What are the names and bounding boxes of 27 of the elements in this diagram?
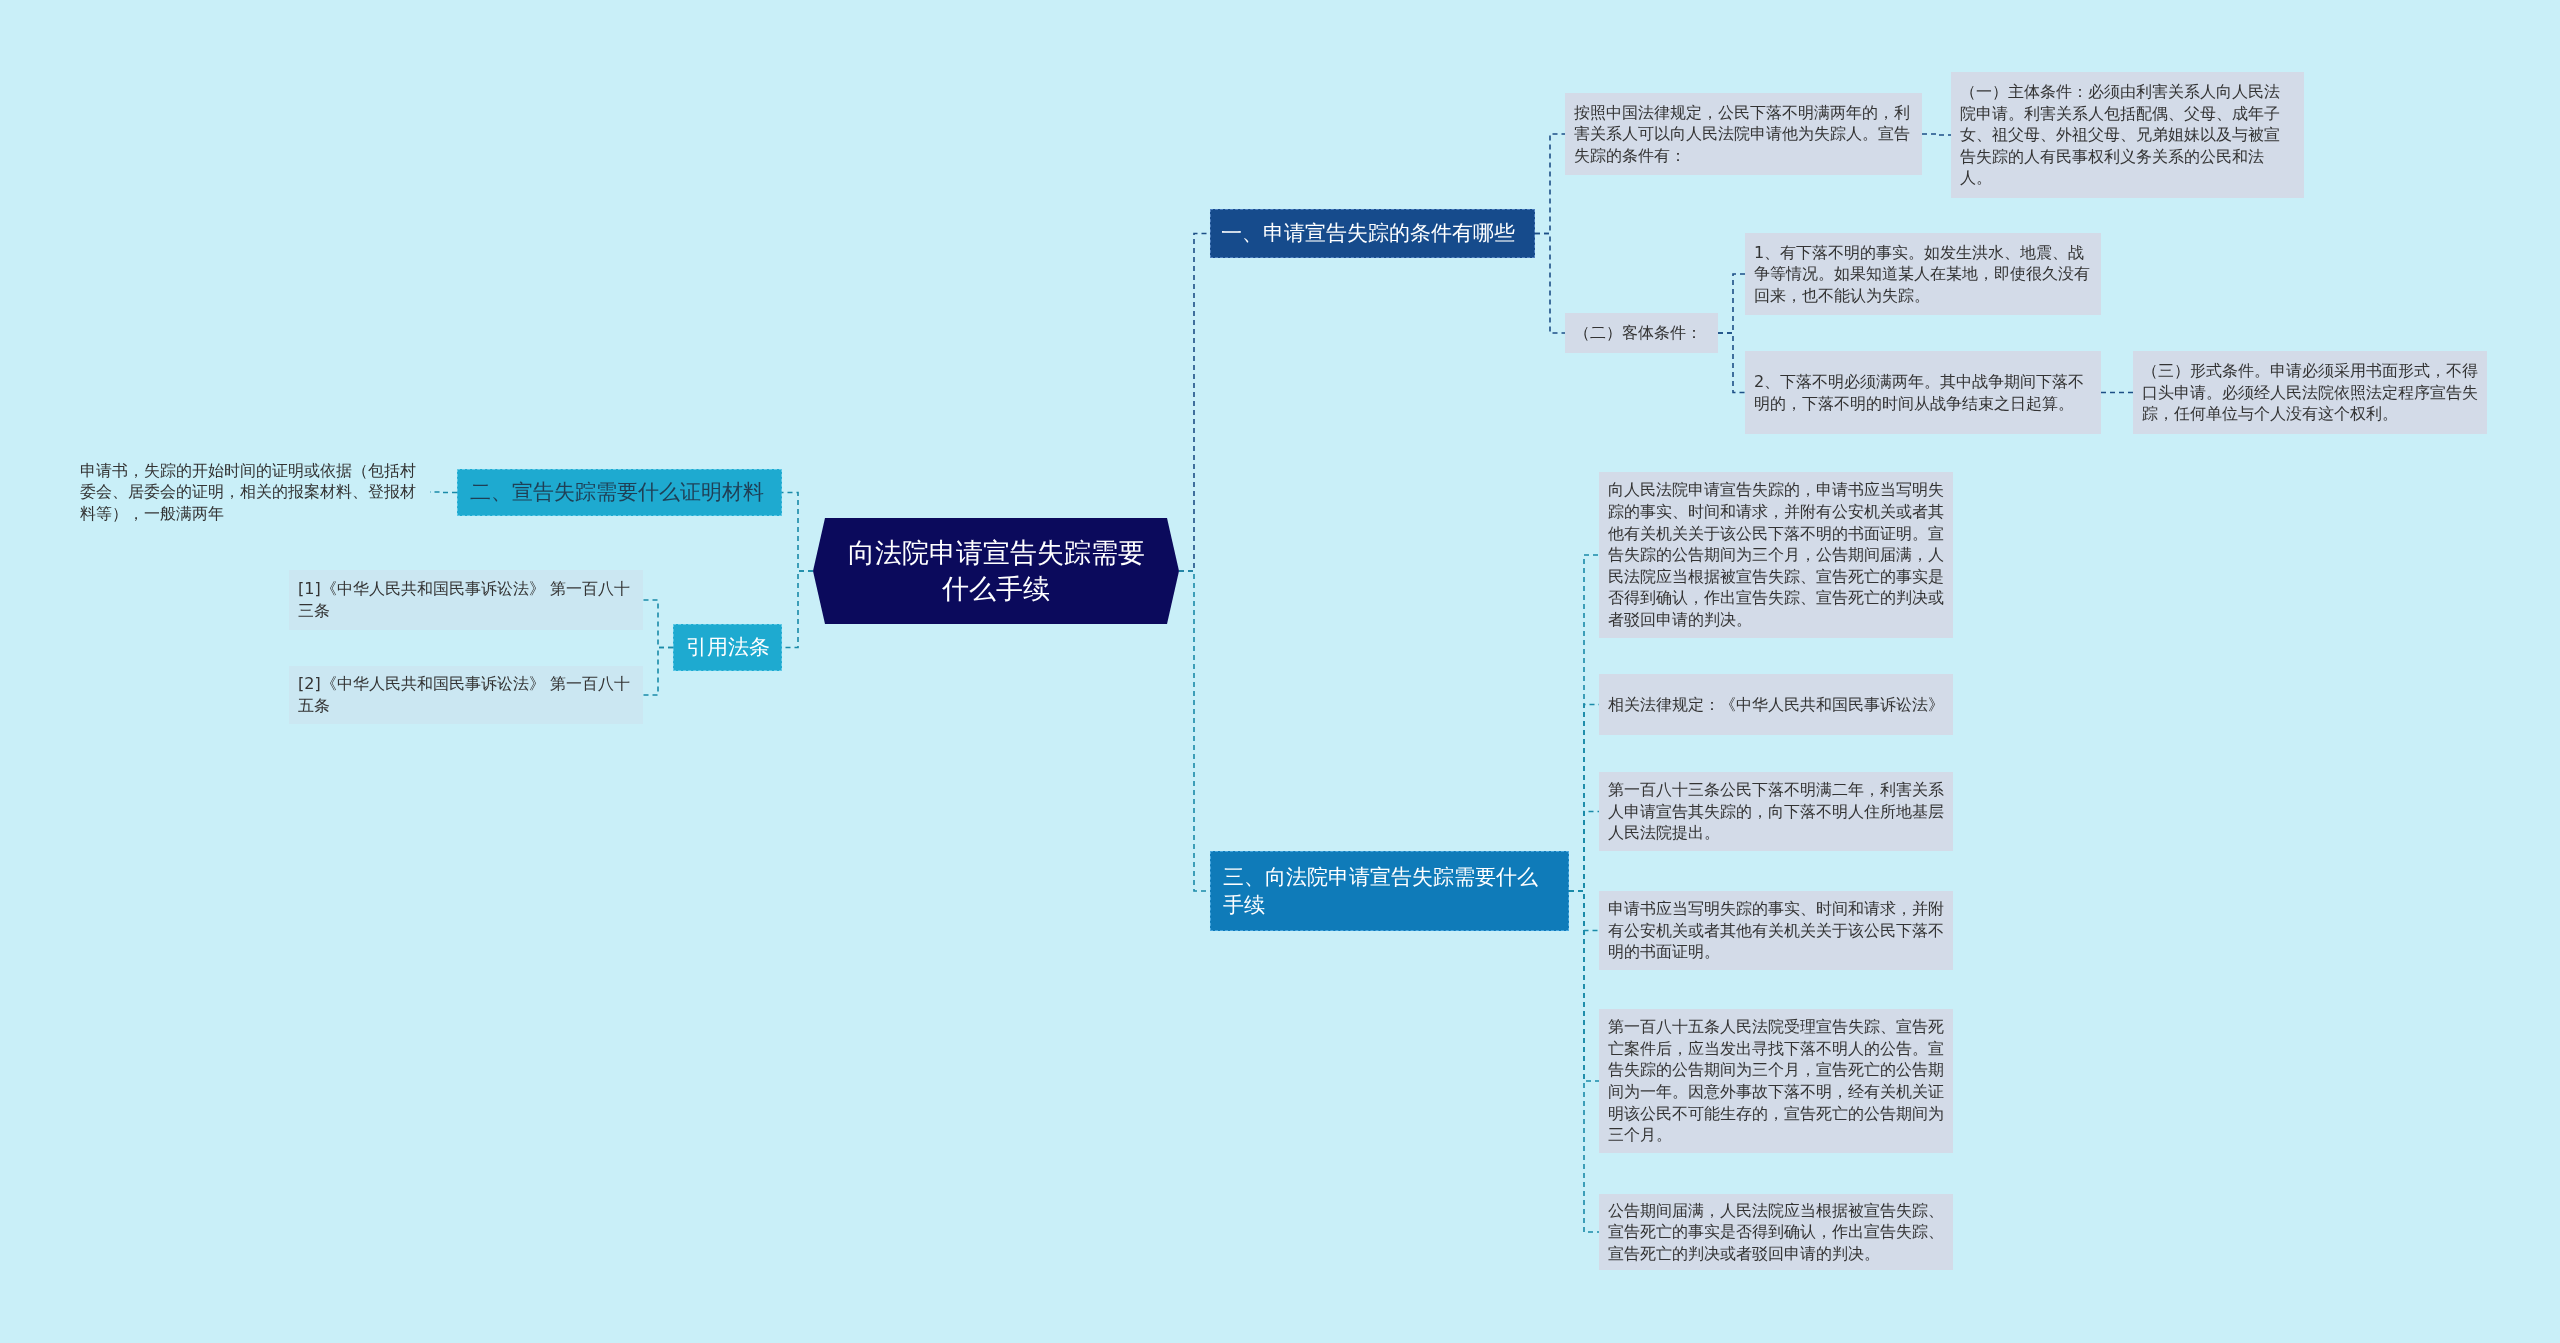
- note-box: 1、有下落不明的事实。如发生洪水、地震、战争等情况。如果知道某人在某地，即使很久没有回来，也不能认为失踪。: [1745, 233, 2101, 315]
- note-box: （二）客体条件：: [1565, 313, 1718, 353]
- connector-line: [1921, 133, 1952, 136]
- note-box: [1]《中华人民共和国民事诉讼法》 第一百八十三条: [289, 570, 643, 630]
- note-box: 第一百八十五条人民法院受理宣告失踪、宣告死亡案件后，应当发出寻找下落不明人的公告。宣告失踪的公告期间为三个月，宣告死亡的公告期间为一年。因意外事故下落不明，经有关机关证明该公民不可能生存的，宣告死亡的公告期间为三个月。: [1599, 1009, 1953, 1153]
- note-text: 申请书，失踪的开始时间的证明或依据（包括村委会、居委会的证明，相关的报案材料、登报材料等），一般满两年: [74, 457, 430, 527]
- note-box: 第一百八十三条公民下落不明满二年，利害关系人申请宣告其失踪的，向下落不明人住所地基层人民法院提出。: [1599, 772, 1953, 851]
- connector-line: [1717, 332, 1746, 394]
- connector-line: [642, 646, 674, 696]
- topic-hexagon: [813, 518, 1179, 624]
- branch-box: 一、申请宣告失踪的条件有哪些: [1210, 209, 1535, 258]
- branch-box: 三、向法院申请宣告失踪需要什么手续: [1210, 851, 1569, 931]
- note-box: 按照中国法律规定，公民下落不明满两年的，利害关系人可以向人民法院申请他为失踪人。宣告失踪的条件有：: [1565, 93, 1922, 175]
- connector-line: [2100, 391, 2134, 394]
- topic-text: 向法院申请宣告失踪需要什么手续: [847, 535, 1145, 606]
- note-box: 申请书应当写明失踪的事实、时间和请求，并附有公安机关或者其他有关机关关于该公民下落不明的书面证明。: [1599, 891, 1953, 970]
- note-box: 相关法律规定：《中华人民共和国民事诉讼法》: [1599, 674, 1953, 735]
- connector-line: [1534, 232, 1566, 334]
- connector-line: [429, 491, 458, 494]
- note-box: [2]《中华人民共和国民事诉讼法》 第一百八十五条: [289, 666, 643, 724]
- note-box: 公告期间届满，人民法院应当根据被宣告失踪、宣告死亡的事实是否得到确认，作出宣告失踪、宣告死亡的判决或者驳回申请的判决。: [1599, 1194, 1953, 1270]
- branch-box: 引用法条: [673, 624, 782, 671]
- branch-box: 二、宣告失踪需要什么证明材料: [457, 469, 782, 516]
- note-box: （三）形式条件。申请必须采用书面形式，不得口头申请。必须经人民法院依照法定程序宣告失踪，任何单位与个人没有这个权利。: [2133, 351, 2487, 434]
- note-box: 2、下落不明必须满两年。其中战争期间下落不明的，下落不明的时间从战争结束之日起算。: [1745, 351, 2101, 434]
- note-box: （一）主体条件：必须由利害关系人向人民法院申请。利害关系人包括配偶、父母、成年子女、祖父母、外祖父母、兄弟姐妹以及与被宣告失踪的人有民事权利义务关系的公民和法人。: [1951, 72, 2304, 198]
- note-box: 向人民法院申请宣告失踪的，申请书应当写明失踪的事实、时间和请求，并附有公安机关或者其他有关机关关于该公民下落不明的书面证明。宣告失踪的公告期间为三个月，公告期间届满，人民法院应当根据被宣告失踪、宣告死亡的事实是否得到确认，作出宣告失踪、宣告死亡的判决或者驳回申请的判决。: [1599, 472, 1953, 638]
